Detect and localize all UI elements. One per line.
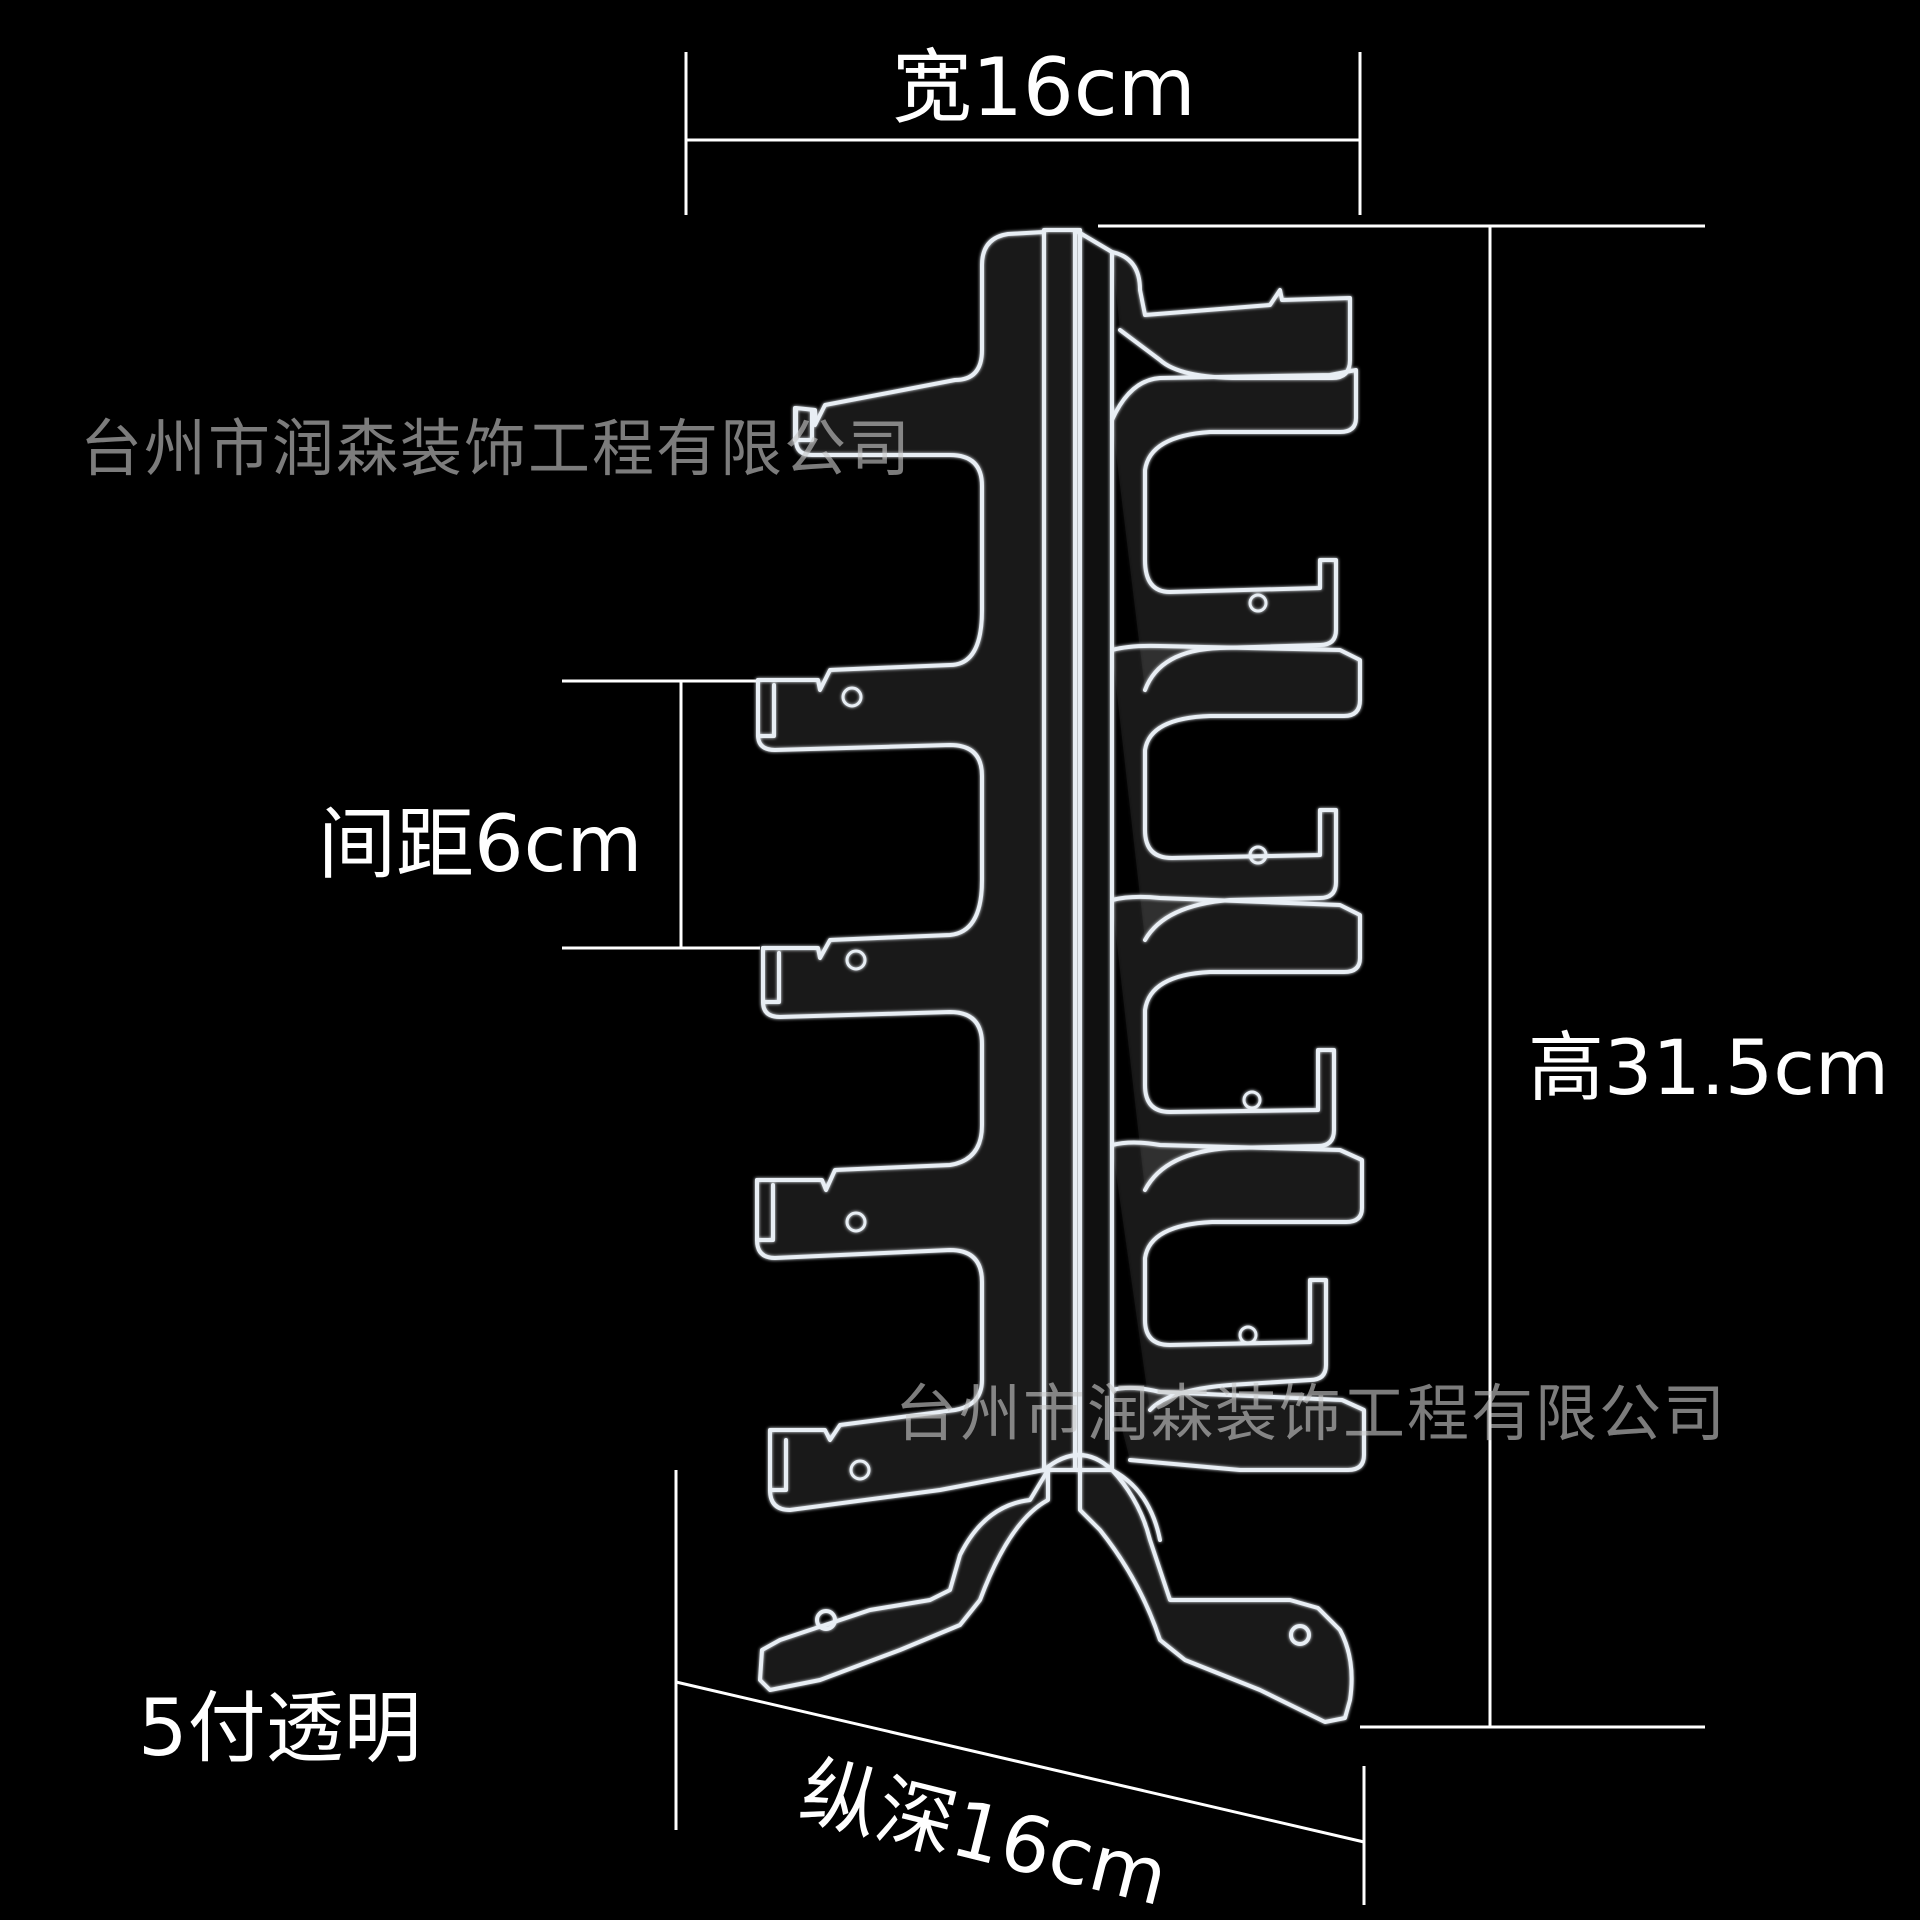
base-arch [1042,1453,1162,1542]
variant-label: 5付透明 [138,1684,422,1774]
depth-dim-line [675,1680,1365,1844]
spine-rear [1073,228,1114,1472]
right-arm-1 [1110,250,1352,380]
base-right-foot [1078,1468,1354,1724]
acrylic-stand [755,228,1366,1724]
spacing-label: 间距6cm [318,800,643,890]
right-arms [1110,250,1366,1472]
watermark-bottom: 台州市润森装饰工程有限公司 [895,1377,1728,1450]
watermark-top: 台州市润森装饰工程有限公司 [80,412,913,485]
base-left-foot [758,1468,1050,1692]
right-arm-2 [1110,368,1358,692]
width-label: 宽16cm [892,41,1196,134]
base-hole-right [1289,1624,1311,1646]
left-hooks [755,406,814,1492]
dimension-lines [562,52,1705,1905]
height-label: 高31.5cm [1528,1023,1890,1112]
base-hole-left [815,1609,837,1631]
hook-holes [841,593,1268,1481]
right-arm-6 [1110,1385,1366,1472]
right-arm-5 [1110,1140,1364,1412]
left-panel [755,230,1046,1512]
